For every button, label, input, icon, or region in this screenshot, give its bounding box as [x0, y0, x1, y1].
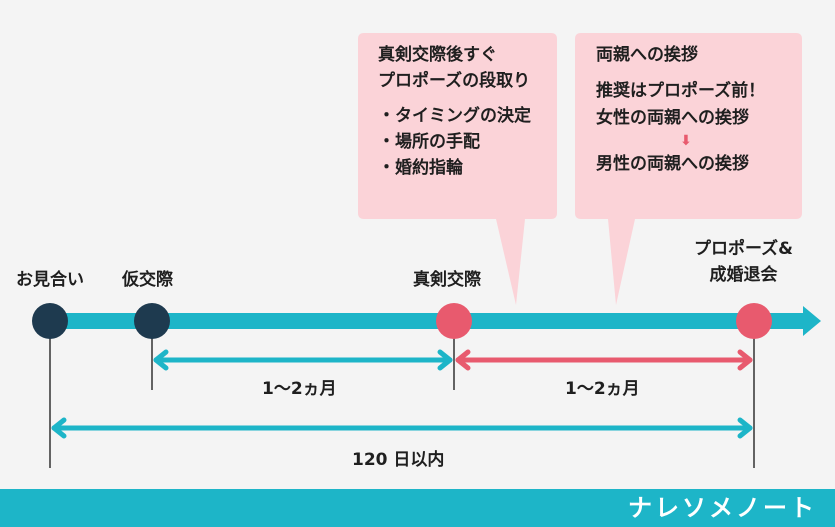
stage-label-proposal-line2: 成婚退会 — [709, 265, 778, 286]
stage-label-proposal: プロポーズ& 成婚退会 — [694, 236, 793, 289]
stage-label-proposal-line1: プロポーズ& — [694, 239, 793, 259]
bubble2-text: 両親への挨拶 推奨はプロポーズ前！ 女性の両親への挨拶 ⬇ 男性の両親への挨拶 — [596, 42, 776, 177]
bubble-proposal-prep — [358, 33, 557, 305]
bubble2-line1: 推奨はプロポーズ前！ — [596, 81, 766, 102]
stage-label-karikousai: 仮交際 — [122, 270, 173, 290]
bubble1-title-line2: プロポーズの段取り — [378, 71, 531, 92]
span-arrow-2 — [455, 349, 753, 371]
span-arrow-1 — [153, 349, 453, 371]
timeline-bar — [50, 313, 805, 329]
node-shinken — [436, 303, 472, 339]
bubble1-item-venue: ・場所の手配 — [378, 132, 480, 153]
stage-label-omiai: お見合い — [16, 270, 84, 290]
bubble1-item-timing: ・タイミングの決定 — [378, 105, 531, 126]
node-omiai — [32, 303, 68, 339]
timeline-arrowhead — [803, 306, 821, 336]
bubble1-text: 真剣交際後すぐ プロポーズの段取り ・タイミングの決定 ・場所の手配 ・婚約指輪 — [378, 42, 531, 182]
bubble2-line2: 女性の両親への挨拶 — [596, 107, 749, 128]
bubble2-title: 両親への挨拶 — [596, 45, 698, 65]
bubble2-down-arrow-icon: ⬇ — [680, 133, 692, 150]
bubble-parents-greeting — [575, 33, 802, 305]
bubble1-title-line1: 真剣交際後すぐ — [378, 45, 497, 65]
duration-label-total: 120 日以内 — [352, 450, 445, 470]
bubble1-item-ring: ・婚約指輪 — [378, 158, 463, 179]
span-arrow-total — [51, 417, 753, 439]
brand-logo: ナレソメノート — [628, 494, 817, 522]
duration-label-2: 1〜2ヵ月 — [565, 379, 640, 399]
stage-label-shinken: 真剣交際 — [413, 270, 481, 290]
node-karikousai — [134, 303, 170, 339]
footer-bar: ナレソメノート — [0, 489, 835, 527]
node-proposal — [736, 303, 772, 339]
duration-label-1: 1〜2ヵ月 — [262, 379, 337, 399]
bubble2-line3: 男性の両親への挨拶 — [596, 154, 749, 175]
